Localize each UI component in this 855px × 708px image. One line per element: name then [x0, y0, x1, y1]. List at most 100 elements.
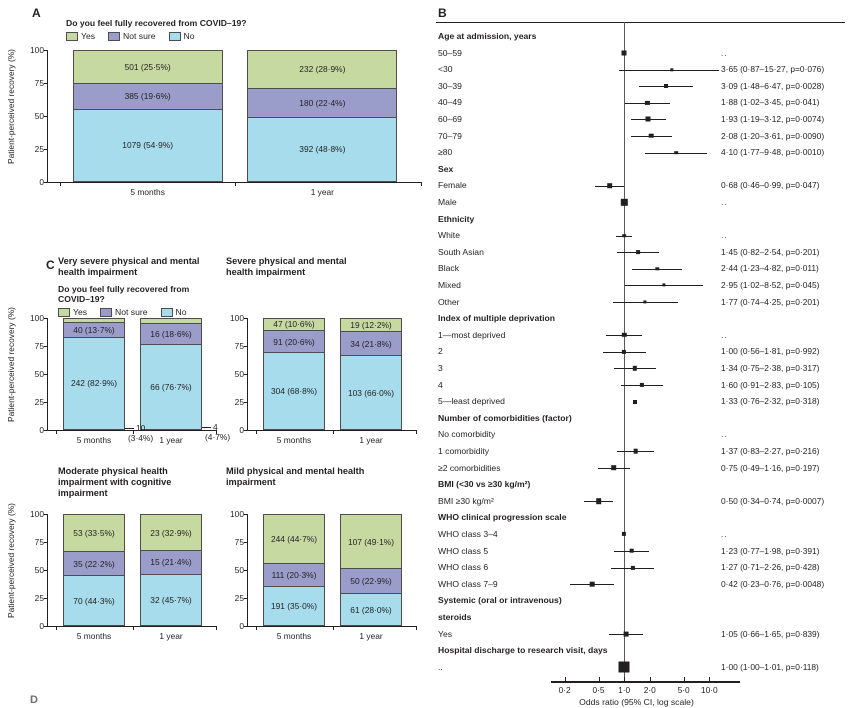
forest-x-tick	[709, 677, 711, 682]
forest-section-header: Number of comorbidities (factor)	[434, 410, 855, 426]
forest-row-label: WHO class 3–4	[438, 529, 498, 539]
stacked-bar: 501 (25·5%)385 (19·6%)1079 (54·9%)	[72, 50, 223, 182]
stacked-bar: 107 (49·1%)50 (22·9%)61 (28·0%)	[340, 514, 402, 626]
point-estimate-marker	[639, 382, 644, 387]
y-tick-label: 50	[34, 565, 44, 575]
y-tick-mark	[44, 374, 48, 375]
point-estimate-marker	[648, 133, 654, 139]
forest-row-label: Age at admission, years	[438, 31, 537, 41]
forest-x-tick	[624, 677, 626, 682]
forest-row-label: WHO class 7–9	[438, 578, 498, 589]
y-tick-mark	[244, 346, 248, 347]
y-tick-label: 75	[34, 341, 44, 351]
y-axis-label: Patient-perceived recovery (%)	[6, 503, 16, 618]
legend-swatch-not-sure	[108, 31, 121, 41]
forest-row-label: Yes	[438, 628, 453, 639]
legend-question-c: Do you feel fully recovered from COVID–1…	[58, 284, 190, 304]
x-tick-mark	[255, 626, 257, 630]
forest-x-axis-title: Odds ratio (95% CI, log scale)	[579, 697, 694, 708]
forest-row-label: Number of comorbidities (factor)	[438, 412, 572, 423]
point-estimate-marker	[623, 631, 629, 637]
forest-section-header: Index of multiple deprivation	[434, 310, 855, 326]
point-estimate-marker	[621, 50, 627, 56]
bar-segment-label: 180 (22·4%)	[299, 97, 346, 108]
bars-area: 501 (25·5%)385 (19·6%)1079 (54·9%)232 (2…	[48, 50, 422, 182]
stacked-bar: 47 (10·6%)91 (20·6%)304 (68·8%)	[263, 318, 325, 430]
stacked-bar: 16 (18·6%) 66 (76·7%)	[140, 318, 202, 430]
panel-c2-title: Severe physical and mental health impair…	[226, 256, 347, 277]
forest-row-label: Systemic (oral or intravenous)	[438, 595, 562, 606]
y-axis-label: Patient-perceived recovery (%)	[6, 307, 16, 422]
forest-row-value: 1·45 (0·82–2·54, p=0·201)	[721, 246, 820, 257]
forest-row-value: 4·10 (1·77–9·48, p=0·0010)	[721, 147, 825, 158]
bar-segment-label: 242 (82·9%)	[70, 378, 118, 389]
forest-section-header: Sex	[434, 161, 855, 177]
y-tick-mark	[44, 346, 48, 347]
forest-row: ≥80 4·10 (1·77–9·48, p=0·0010)	[434, 144, 855, 160]
bar-segment-yes: 47 (10·6%)	[264, 319, 324, 331]
bar-segment-no: 242 (82·9%)	[64, 337, 124, 429]
forest-row-value: 0·68 (0·46–0·99, p=0·047)	[721, 180, 820, 191]
bar-segment-no: 103 (66·0%)	[341, 356, 401, 429]
y-tick-mark	[44, 318, 48, 319]
forest-row-label: ≥2 comorbidities	[438, 462, 501, 473]
bar-segment-yes	[141, 319, 201, 325]
forest-row-value: 1·23 (0·77–1·98, p=0·391)	[721, 545, 820, 556]
forest-row-value: 1·77 (0·74–4·25, p=0·201)	[721, 296, 820, 307]
legend-label-yes: Yes	[73, 307, 88, 317]
forest-row-label: Other	[438, 296, 460, 307]
y-tick-mark	[44, 626, 48, 627]
bar-segment-label: 111 (20·3%)	[271, 569, 317, 580]
y-tick-label: 75	[34, 78, 44, 88]
bar-segment-label: 91 (20·6%)	[273, 336, 315, 347]
point-estimate-marker	[595, 498, 602, 504]
bar-segment-label: 15 (21·4%)	[150, 557, 192, 568]
bar-segment-no: 1079 (54·9%)	[73, 109, 222, 181]
bar-segment-yes: 19 (12·2%)	[341, 319, 401, 333]
forest-x-tick-label: 10·0	[700, 685, 718, 696]
forest-row-label: ≥80	[438, 147, 453, 158]
x-tick-mark	[255, 430, 257, 434]
forest-row-value: 1·27 (0·71–2·26, p=0·428)	[721, 562, 820, 573]
legend-label-yes: Yes	[81, 31, 96, 41]
y-tick-label: 25	[34, 593, 44, 603]
forest-row-label: Female	[438, 180, 467, 191]
legend-label-not-sure: Not sure	[115, 307, 148, 317]
y-tick-mark	[44, 514, 48, 515]
forest-row-label: Male	[438, 197, 457, 207]
forest-row-value: 1·34 (0·75–2·38, p=0·317)	[721, 363, 820, 373]
bar-segment-no: 66 (76·7%)	[141, 344, 201, 429]
legend-swatch-no	[168, 31, 181, 41]
forest-x-tick	[598, 677, 600, 682]
bar-segment-label: 16 (18·6%)	[150, 328, 192, 339]
forest-row-value: ..	[721, 529, 728, 539]
forest-x-tick	[564, 677, 566, 682]
forest-section-header: BMI (<30 vs ≥30 kg/m²)	[434, 476, 855, 492]
header-rule	[436, 22, 845, 24]
x-tick-mark	[132, 626, 134, 630]
legend-swatch-yes	[66, 31, 78, 41]
y-axis-label: Patient-perceived recovery (%)	[6, 49, 16, 164]
y-tick-label: 50	[34, 111, 44, 121]
panel-a-chart: Do you feel fully recovered from COVID–1…	[6, 18, 422, 223]
y-tick-label: 75	[234, 537, 244, 547]
y-tick-label: 100	[230, 313, 244, 323]
forest-section-header: Ethnicity	[434, 211, 855, 227]
legend-swatch-yes	[58, 307, 70, 317]
y-tick-mark	[244, 514, 248, 515]
callout-count: 4	[213, 422, 218, 433]
forest-row: Other 1·77 (0·74–4·25, p=0·201)	[434, 294, 855, 310]
forest-row: 50–59..	[434, 45, 855, 61]
x-tick-label: 1 year	[159, 631, 183, 641]
